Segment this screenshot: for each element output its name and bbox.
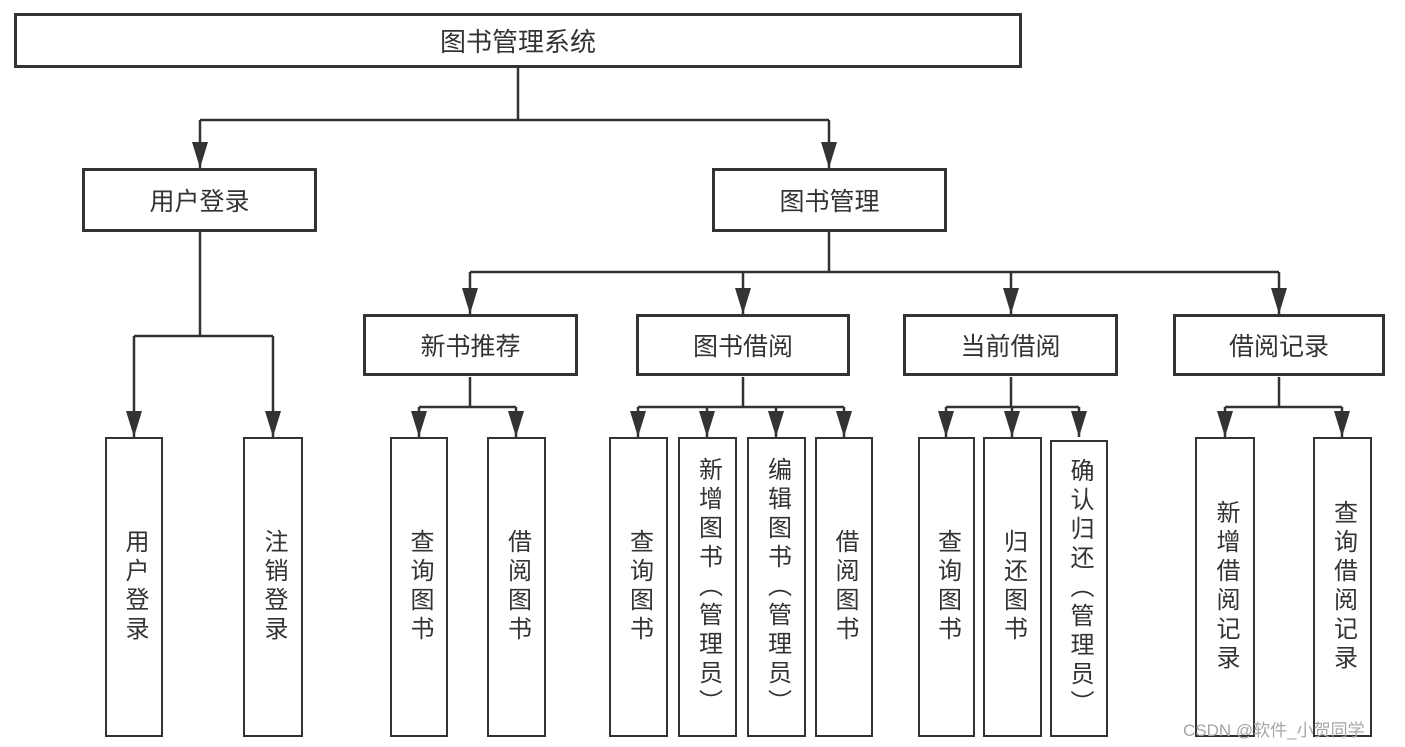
node-label: 图书借阅 [692, 333, 793, 361]
watermark-text: CSDN @软件_小贺同学 [1183, 721, 1365, 740]
node-label: 借阅记录 [1228, 333, 1329, 361]
node-label: 新书推荐 [420, 333, 521, 361]
node-label: 注销登录 [260, 529, 287, 645]
leaf-node-query-books-3: 查询图书 [918, 437, 975, 737]
node-label: 新增借阅记录 [1212, 500, 1239, 674]
group-node-new-book-recommendation: 新书推荐 [363, 314, 578, 376]
leaf-node-add-borrow-record: 新增借阅记录 [1195, 437, 1255, 737]
node-label: 借阅图书 [503, 529, 531, 645]
leaf-node-logout: 注销登录 [243, 437, 303, 737]
node-label: 查询图书 [625, 529, 653, 645]
group-node-borrowing-records: 借阅记录 [1173, 314, 1385, 376]
leaf-node-query-books-2: 查询图书 [609, 437, 668, 737]
node-label: 图书管理 [779, 188, 880, 216]
leaf-node-confirm-return-admin: 确认归还（管理员） [1050, 440, 1108, 737]
leaf-node-query-books-1: 查询图书 [390, 437, 448, 737]
node-label: 当前借阅 [960, 333, 1061, 361]
branch-node-book-management: 图书管理 [712, 168, 947, 232]
node-label: 用户登录 [149, 188, 250, 216]
root-node: 图书管理系统 [14, 13, 1022, 68]
leaf-node-query-borrow-record: 查询借阅记录 [1313, 437, 1372, 737]
leaf-node-borrow-books-2: 借阅图书 [815, 437, 873, 737]
leaf-node-add-book-admin: 新增图书（管理员） [678, 437, 737, 737]
branch-node-user-login: 用户登录 [82, 168, 317, 232]
group-node-current-borrowing: 当前借阅 [903, 314, 1118, 376]
leaf-node-edit-book-admin: 编辑图书（管理员） [747, 437, 806, 737]
group-node-book-borrowing: 图书借阅 [636, 314, 850, 376]
leaf-node-user-login: 用户登录 [105, 437, 163, 737]
node-label: 新增图书（管理员） [694, 456, 722, 718]
node-label: 图书管理系统 [439, 27, 596, 57]
node-label: 借阅图书 [831, 529, 858, 645]
node-label: 编辑图书（管理员） [763, 456, 791, 718]
node-label: 归还图书 [999, 529, 1027, 645]
node-label: 查询图书 [406, 529, 433, 645]
leaf-node-borrow-books-1: 借阅图书 [487, 437, 546, 737]
node-label: 查询图书 [933, 529, 961, 645]
node-label: 确认归还（管理员） [1066, 458, 1093, 719]
node-label: 查询借阅记录 [1329, 500, 1357, 674]
leaf-node-return-books: 归还图书 [983, 437, 1042, 737]
node-label: 用户登录 [121, 529, 148, 645]
